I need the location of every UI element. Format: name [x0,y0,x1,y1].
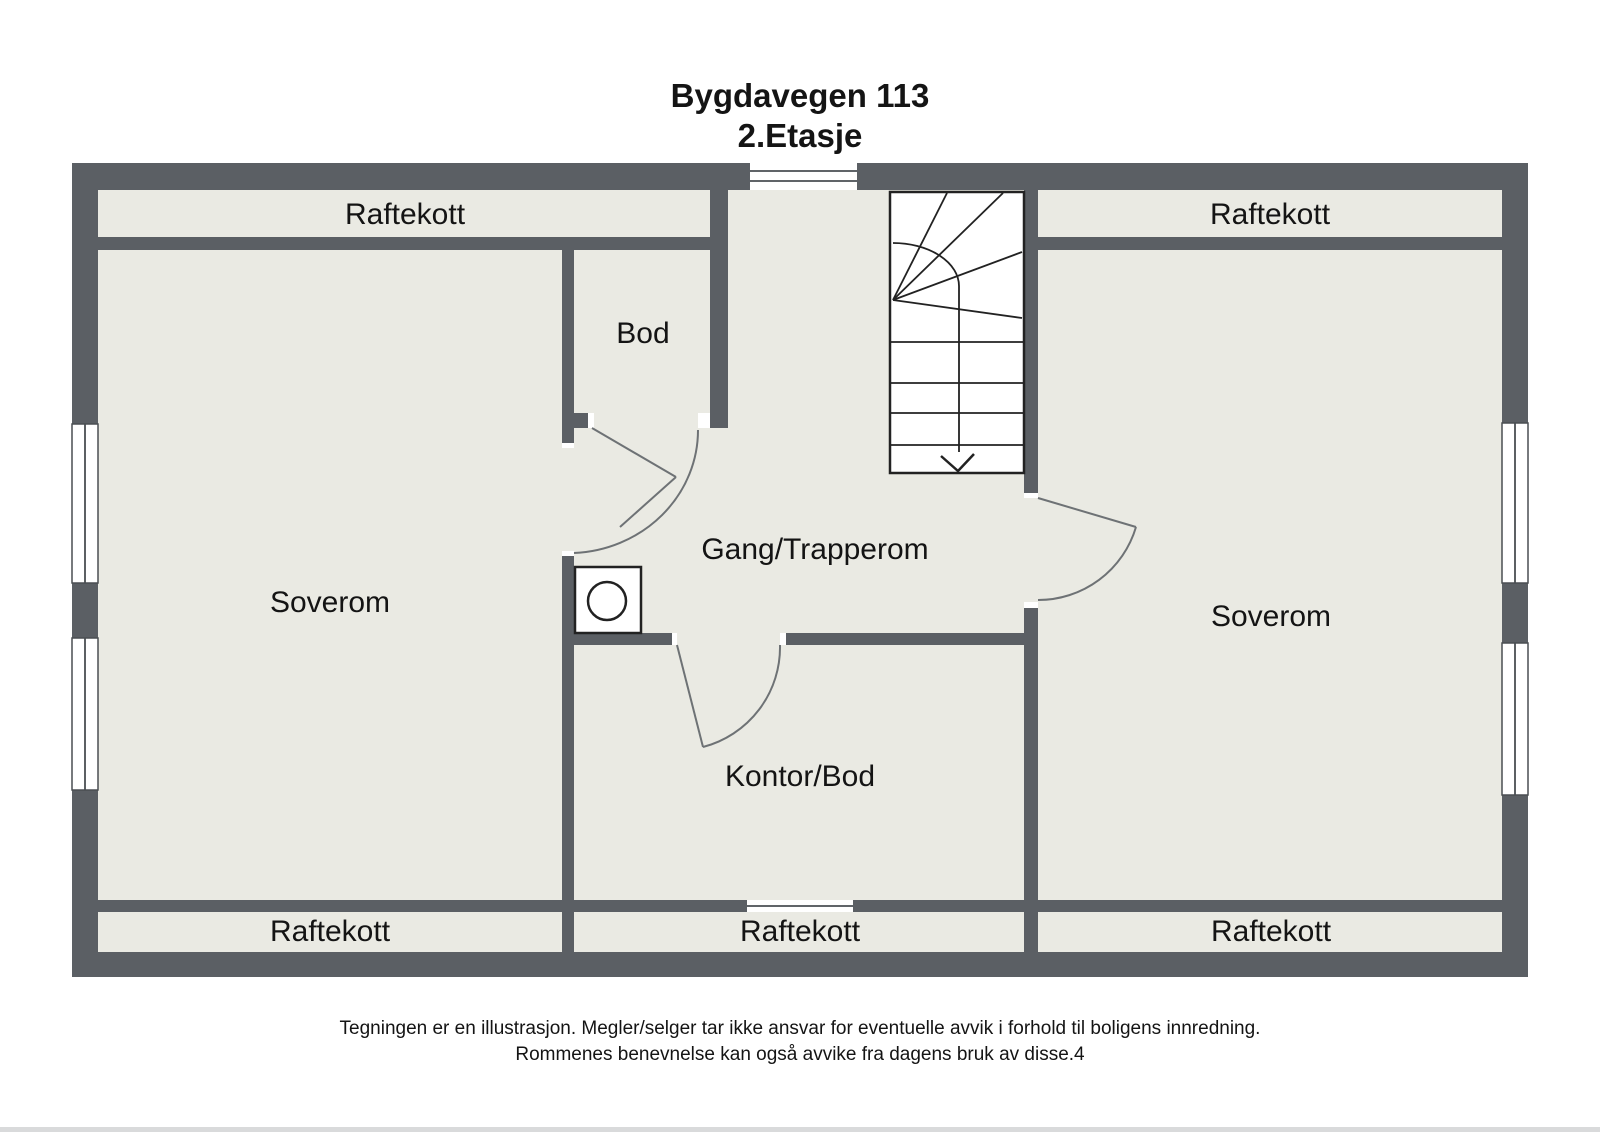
door-swings [573,427,1137,748]
room-label-kontor-bod: Kontor/Bod [725,760,875,793]
wall-segment [562,413,594,428]
stair-down-arrow-icon [940,453,975,473]
building-outline [72,163,1528,977]
door-post [672,633,677,645]
window [750,163,857,190]
room-label-soverom-left: Soverom [270,586,390,619]
chimney-symbol [573,565,643,635]
stair-tread-line [892,299,1023,319]
room-label-bod: Bod [616,317,669,350]
windows [71,163,1529,912]
wall-segment [562,633,672,645]
chimney-flue-circle [586,580,628,622]
stair-tread-line [892,192,948,301]
disclaimer-line-2: Rommenes benevnelse kan også avvike fra … [515,1044,1085,1065]
wall-segment [786,633,1024,645]
stair-tread-line [892,251,1023,301]
interior-floor [98,190,1502,952]
title-block: Bygdavegen 113 2.Etasje [671,77,930,154]
wall-segment [710,190,728,428]
wall-segment [98,900,747,912]
room-labels: Raftekott Raftekott Bod Soverom Gang/Tra… [270,198,1332,948]
door-leaf [591,427,677,478]
room-label-raftekott-top-right: Raftekott [1210,198,1331,231]
door-post [1024,602,1038,608]
wall-segment [1038,237,1502,250]
wall-segment [853,900,1502,912]
stair-tread-line [892,192,1004,301]
room-label-raftekott-top-left: Raftekott [345,198,466,231]
inner-walls [98,190,1502,952]
door-post [562,551,574,556]
door-leaf [619,476,677,528]
page-title: Bygdavegen 113 [671,77,930,114]
wall-segment [1024,190,1038,493]
door-swing-arc [702,644,782,748]
page-subtitle: 2.Etasje [738,117,863,154]
stair-outline [888,190,1026,475]
chimney-box [573,565,643,635]
room-label-raftekott-bottom-middle: Raftekott [740,915,861,948]
door-swing-arc [573,429,700,554]
wall-segment [562,556,574,952]
room-label-raftekott-bottom-right: Raftekott [1211,915,1332,948]
door-posts [562,413,1038,645]
door-post [588,413,594,428]
wall-segment [1024,608,1038,952]
door-leaf [1037,497,1137,528]
wall-segment [98,237,713,250]
door-post [1024,493,1038,498]
door-post [562,443,574,448]
door-post [698,413,710,428]
door-leaf [676,644,704,748]
disclaimer-block: Tegningen er en illustrasjon. Megler/sel… [340,1018,1261,1065]
wall-segment [562,250,574,443]
door-swing-arc [1037,526,1137,602]
page-bottom-edge [0,1127,1600,1132]
disclaimer-line-1: Tegningen er en illustrasjon. Megler/sel… [340,1018,1261,1039]
room-label-raftekott-bottom-left: Raftekott [270,915,391,948]
door-post [780,633,786,645]
staircase [888,190,1026,475]
room-label-gang-trapperom: Gang/Trapperom [701,533,928,566]
room-label-soverom-right: Soverom [1211,600,1331,633]
